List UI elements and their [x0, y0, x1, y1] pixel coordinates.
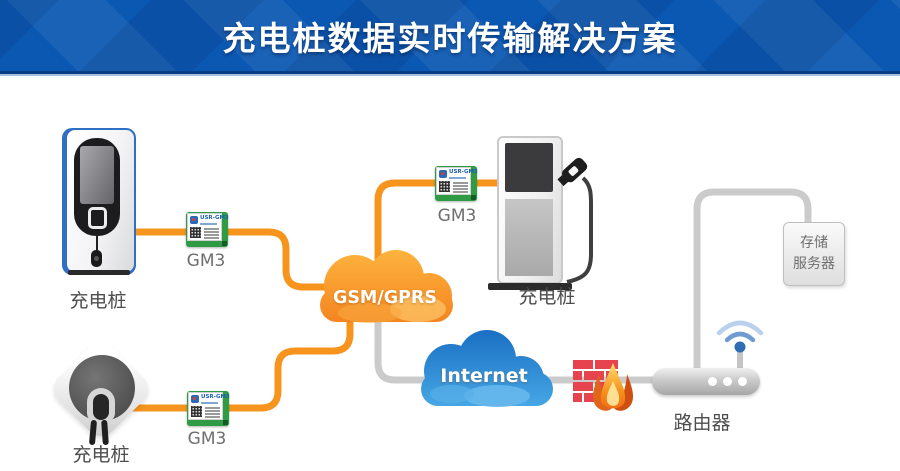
gm3-module-left: USR-GM3	[186, 212, 229, 247]
header-border-light	[0, 74, 900, 76]
internet-cloud-wisp	[430, 385, 474, 403]
server-label-line2: 服务器	[793, 256, 835, 272]
pile-screen	[80, 146, 114, 204]
router	[652, 368, 760, 395]
module-text-lines	[204, 228, 219, 240]
gm3-left-label: GM3	[186, 251, 226, 271]
pile-screen	[505, 143, 553, 192]
qr-code-icon	[439, 181, 450, 192]
pile-left-label: 充电桩	[69, 290, 127, 312]
charging-pile-right	[488, 136, 609, 292]
usr-logo-icon	[190, 216, 198, 224]
gm3-bottom-label: GM3	[187, 429, 227, 449]
qr-code-icon	[191, 406, 202, 417]
pile-base	[68, 270, 130, 275]
module-sticker: USR-GM3	[187, 213, 229, 241]
gsm-cloud-wisp	[338, 303, 402, 323]
charging-pile-wall	[47, 335, 155, 446]
pcb-chip	[471, 195, 476, 200]
page-title: 充电桩数据实时传输解决方案	[222, 18, 678, 58]
pile-cable	[96, 234, 98, 252]
module-text-lines	[453, 182, 468, 194]
header-border-dark	[0, 71, 900, 74]
router-led	[738, 377, 747, 386]
module-subtitle-bar	[449, 177, 466, 179]
header-banner: 充电桩数据实时传输解决方案	[0, 0, 900, 71]
module-chip-name: USR-GM3	[201, 394, 230, 400]
pcb-chip	[223, 420, 228, 425]
module-chip-name: USR-GM3	[449, 169, 478, 175]
router-label: 路由器	[673, 412, 731, 434]
pile-base	[488, 283, 572, 290]
router-led	[723, 377, 732, 386]
usr-logo-icon	[439, 170, 447, 178]
module-text-lines	[205, 407, 220, 419]
qr-code-icon	[190, 227, 201, 238]
gm3-module-bottom: USR-GM3	[187, 391, 230, 426]
storage-server: 存储 服务器	[783, 222, 845, 286]
module-sticker: USR-GM3	[188, 392, 230, 420]
gray-link-router-to-server	[693, 188, 812, 372]
gm3-top-label: GM3	[437, 206, 477, 226]
gray-link-cloud-to-router	[374, 306, 655, 384]
charging-gun-icon	[557, 157, 594, 284]
wifi-icon	[716, 320, 764, 370]
internet-cloud-wisp	[464, 385, 530, 407]
module-subtitle-bar	[200, 223, 217, 225]
pile-panel	[74, 138, 120, 236]
pcb-chip	[222, 241, 227, 246]
gsm-cloud-label: GSM/GPRS	[332, 288, 438, 308]
gsm-cloud-wisp	[390, 296, 446, 322]
usr-logo-icon	[191, 395, 199, 403]
orange-link-pile-left	[118, 228, 340, 291]
module-subtitle-bar	[201, 402, 218, 404]
internet-cloud-label: Internet	[440, 365, 528, 387]
internet-cloud	[421, 330, 553, 406]
charging-gun-inner	[93, 394, 109, 420]
pile-wall-label: 充电桩	[72, 444, 130, 466]
gm3-module-top: USR-GM3	[435, 166, 478, 201]
orange-link-pile-wall	[102, 316, 354, 412]
router-led	[708, 377, 717, 386]
firewall-flame-icon	[592, 363, 634, 411]
server-label-line1: 存储	[800, 235, 828, 251]
module-sticker: USR-GM3	[436, 167, 478, 195]
charging-gun-icon	[91, 250, 102, 267]
pile-panel	[505, 199, 553, 276]
pile-right-label: 充电桩	[518, 286, 576, 308]
pile-socket	[88, 207, 107, 229]
orange-link-pile-right	[374, 179, 512, 262]
charging-pile-left	[62, 128, 136, 275]
module-chip-name: USR-GM3	[200, 215, 229, 221]
